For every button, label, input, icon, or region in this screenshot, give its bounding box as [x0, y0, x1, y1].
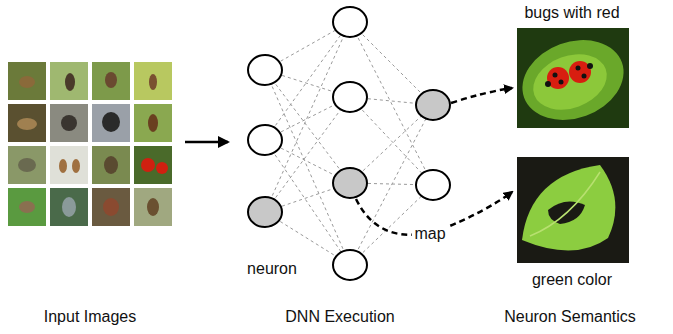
ladybug-photo	[511, 27, 635, 134]
flow-arrow	[185, 141, 228, 144]
input-image-grid	[8, 62, 172, 226]
image-label: green color	[532, 271, 612, 289]
section-caption: Input Images	[44, 308, 137, 326]
image-label: bugs with red	[524, 4, 619, 22]
section-caption: DNN Execution	[285, 308, 394, 326]
leaf-photo	[517, 157, 629, 263]
map-arrow	[451, 88, 512, 103]
edge-annotation: map	[412, 225, 447, 243]
network-connections	[265, 22, 433, 265]
section-caption: Neuron Semantics	[504, 308, 636, 326]
neurons	[248, 7, 450, 280]
neuron-label: neuron	[247, 260, 297, 278]
